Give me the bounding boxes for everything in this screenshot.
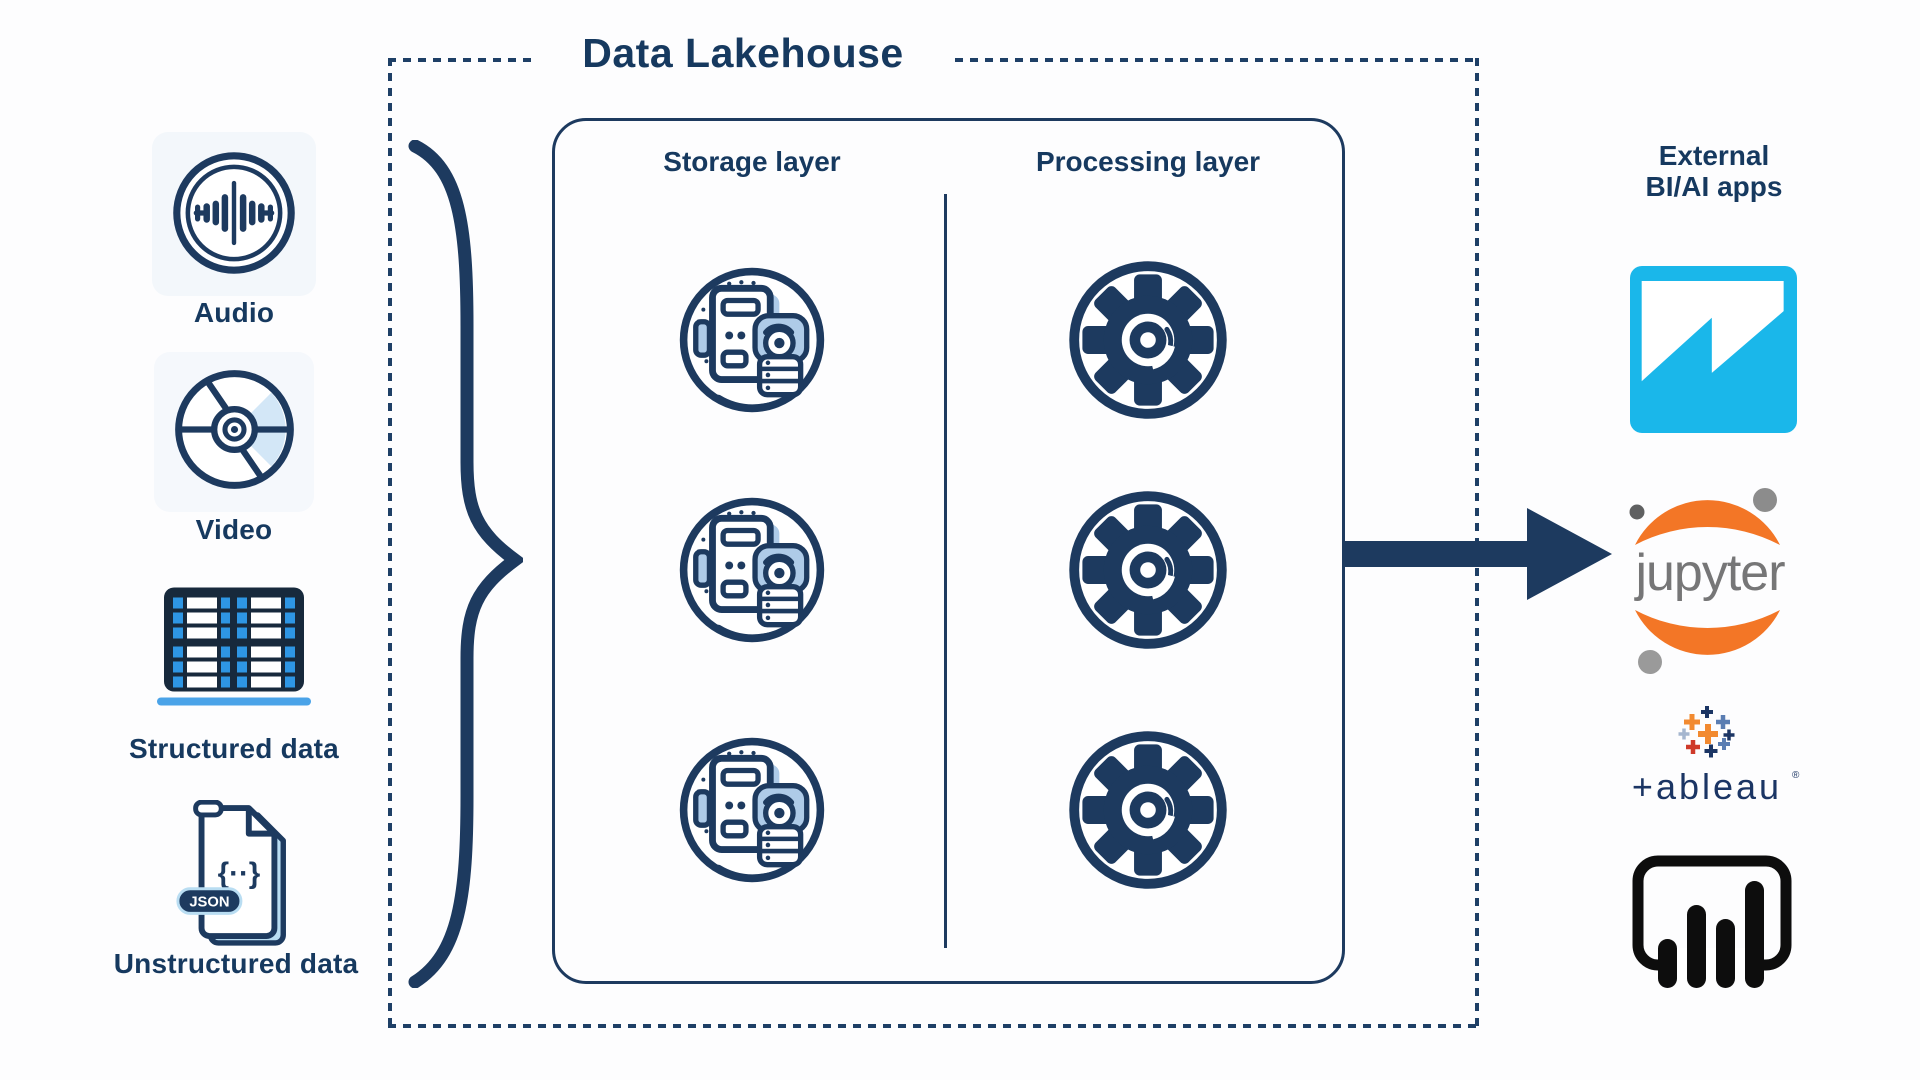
registered-mark: ® [1792, 770, 1800, 781]
storage-server-icon [676, 734, 828, 886]
source-label-structured: Structured data [129, 733, 339, 764]
video-disc-icon [175, 370, 294, 489]
external-heading-line2: BI/AI apps [1645, 171, 1783, 202]
json-badge: JSON [189, 894, 229, 910]
dashed-border-top-right [955, 58, 1477, 62]
processing-gear-icon [1066, 728, 1230, 892]
processing-gear-icon [1066, 488, 1230, 652]
jupyter-wordmark: jupyter [1633, 544, 1785, 602]
source-label-unstructured: Unstructured data [113, 948, 359, 979]
dashed-border-left [388, 58, 392, 1028]
power-bi-logo [1632, 855, 1792, 988]
processing-gear-icon [1066, 258, 1230, 422]
code-braces-glyph: {··} [218, 857, 261, 890]
processing-layer-header: Processing layer [1035, 146, 1261, 177]
json-file-icon: {··} JSON [176, 800, 286, 946]
tableau-logo: +ableau ® [1632, 706, 1800, 807]
lakehouse-box [552, 118, 1345, 984]
zigzag-arrow-icon [1641, 281, 1784, 382]
grouping-brace [408, 140, 523, 988]
jupyter-logo: jupyter [1629, 488, 1786, 674]
source-label-audio: Audio [193, 297, 275, 328]
structured-data-table-icon [157, 587, 311, 706]
audio-waveform-icon [173, 152, 295, 274]
storage-layer-header: Storage layer [663, 146, 841, 177]
external-apps-heading: External BI/AI apps [1608, 140, 1820, 202]
source-label-video: Video [195, 514, 273, 545]
dashed-border-top-left [388, 58, 534, 62]
external-heading-line1: External [1658, 140, 1770, 171]
bi-app-cyan-zigzag-logo [1630, 266, 1797, 433]
tableau-wordmark: +ableau [1632, 766, 1782, 807]
layer-divider [944, 194, 947, 948]
diagram-title: Data Lakehouse [582, 30, 904, 76]
storage-server-icon [676, 264, 828, 416]
output-arrow [1345, 508, 1612, 600]
storage-server-icon [676, 494, 828, 646]
dashed-border-bottom [388, 1024, 1479, 1028]
